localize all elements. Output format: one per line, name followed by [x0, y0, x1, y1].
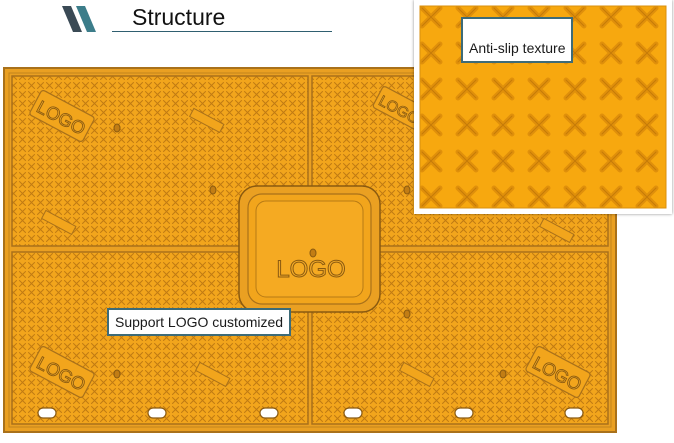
- logo-support-callout: Support LOGO customized: [107, 308, 292, 336]
- center-logo-text: LOGO: [276, 256, 345, 283]
- title-underline: [112, 31, 332, 32]
- title-slash-icon: [62, 6, 96, 32]
- corner-logo-plaque: [29, 346, 95, 398]
- corner-logo-plaque: [29, 90, 95, 142]
- page-title: Structure: [132, 4, 226, 30]
- corner-logo-plaque: [525, 346, 591, 398]
- anti-slip-callout: Anti-slip texture: [461, 17, 574, 63]
